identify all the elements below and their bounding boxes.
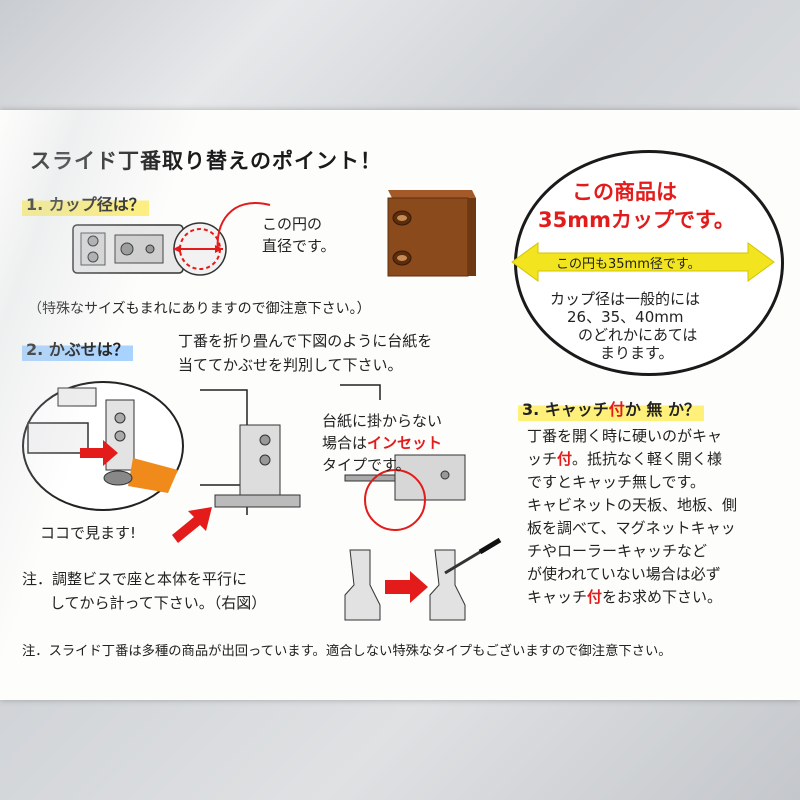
catch-line-5-text: 板を調べて、マグネットキャッ bbox=[527, 519, 736, 537]
callout-pointer-line bbox=[216, 202, 271, 251]
adjust-note-line2: してから計って下さい。（右図） bbox=[50, 594, 267, 612]
look-here-arrow bbox=[172, 507, 212, 543]
section3-heading-prefix: 3. キャッチ bbox=[522, 400, 609, 419]
catch-line-1: 丁番を開く時に硬いのがキャ bbox=[527, 425, 722, 447]
circle-headline-line1: この商品は bbox=[572, 180, 677, 204]
callout-text-line1: この円の bbox=[262, 215, 323, 233]
page-title: スライド丁番取り替えのポイント！ bbox=[30, 149, 382, 173]
circle-headline-line2: 35mmカップです。 bbox=[538, 208, 735, 232]
callout-text-line2: 直径です。 bbox=[262, 237, 336, 255]
look-here-label: ココで見ます! bbox=[40, 524, 137, 542]
catch-line-1-text: 丁番を開く時に硬いのがキャ bbox=[527, 427, 723, 445]
inset-type-emphasis: インセット bbox=[367, 434, 443, 452]
adjust-screw-illustration bbox=[344, 537, 502, 621]
catch-line-4: キャビネットの天板、地板、側 bbox=[527, 494, 737, 516]
arrow-label: この円も35mm径です。 bbox=[556, 257, 701, 272]
section2-intro-line2: 当ててかぶせを判別して下さい。 bbox=[178, 356, 403, 374]
wood-panel-cup-holes bbox=[387, 190, 476, 277]
section3-heading: 3. キャッチ付か 無 か？ bbox=[518, 395, 704, 421]
catch-line-2-text-c: 。抵抗なく軽く開く様 bbox=[572, 450, 723, 468]
hinge-side-view-illustration bbox=[200, 389, 301, 515]
catch-line-2-text-a: ッチ bbox=[527, 450, 558, 468]
catch-line-2-emphasis: 付 bbox=[557, 450, 573, 468]
catch-line-3-text: ですとキャッチ無しです。 bbox=[527, 473, 706, 491]
section3-heading-suffix: か 無 か？ bbox=[624, 400, 700, 419]
inset-text-line1: 台紙に掛からない bbox=[322, 412, 443, 430]
section2-heading: 2. かぶせは？ bbox=[22, 335, 133, 361]
inset-text-prefix: 場合は bbox=[322, 434, 368, 452]
catch-line-7: が使われていない場合は必ず bbox=[527, 563, 721, 585]
section2-intro-line1: 丁番を折り畳んで下図のように台紙を bbox=[178, 332, 433, 350]
inset-text-line3: タイプです。 bbox=[322, 456, 411, 474]
hinge-top-illustration bbox=[72, 222, 227, 276]
catch-line-8-text-c: をお求め下さい。 bbox=[602, 588, 723, 606]
adjust-note-line1: 注．調整ビスで座と本体を平行に bbox=[22, 570, 248, 588]
catch-line-8-emphasis: 付 bbox=[587, 588, 603, 606]
section3-heading-emphasis: 付 bbox=[608, 400, 625, 419]
catch-line-2: ッチ付。抵抗なく軽く開く様 bbox=[527, 448, 722, 470]
catch-line-7-text: が使われていない場合は必ず bbox=[527, 565, 721, 583]
circle-body-line2: 26、35、40mm bbox=[567, 308, 684, 326]
catch-line-3: ですとキャッチ無しです。 bbox=[527, 471, 705, 493]
catch-line-8-text-a: キャッチ bbox=[527, 588, 588, 606]
section1-note: （特殊なサイズもまれにありますので御注意下さい。） bbox=[28, 301, 371, 317]
catch-line-5: 板を調べて、マグネットキャッ bbox=[527, 517, 736, 539]
circle-body-line3: のどれかにあては bbox=[578, 326, 698, 344]
catch-line-8: キャッチ付をお求め下さい。 bbox=[527, 586, 722, 608]
inset-text-line2: 場合はインセット bbox=[322, 432, 442, 454]
inset-hinge-illustration bbox=[340, 384, 466, 531]
catch-line-4-text: キャビネットの天板、地板、側 bbox=[527, 496, 738, 514]
catch-line-6-text: チやローラーキャッチなど bbox=[527, 542, 708, 560]
diameter-arrow bbox=[511, 242, 775, 282]
catch-line-6: チやローラーキャッチなど bbox=[527, 540, 707, 562]
overlay-check-illustration bbox=[22, 381, 184, 511]
circle-body-line1: カップ径は一般的には bbox=[550, 290, 701, 308]
circle-body-line4: まります。 bbox=[600, 344, 674, 362]
footer-note: 注．スライド丁番は多種の商品が出回っています。適合しない特殊なタイプもございます… bbox=[22, 644, 672, 659]
section1-heading: 1. カップ径は？ bbox=[22, 190, 149, 216]
